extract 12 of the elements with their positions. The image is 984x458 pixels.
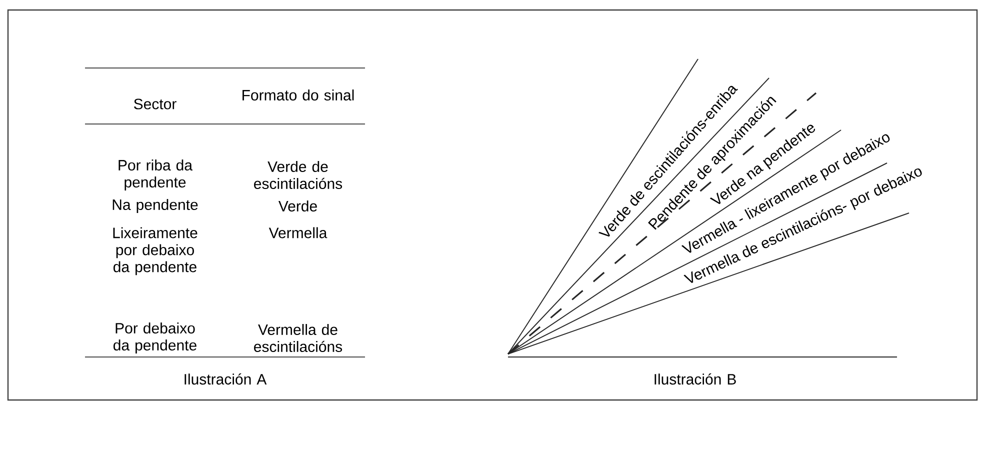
table-cell: Verde de escintilacións — [254, 161, 342, 189]
table-cell: Verde — [278, 200, 317, 212]
table-cell: Na pendente — [112, 199, 198, 213]
table-cell: Por debaixo da pendente — [114, 322, 196, 354]
column-header: Formato do sinal — [242, 90, 354, 100]
figure-caption: Ilustración A — [184, 373, 267, 385]
table-cell: Por riba da pendente — [118, 160, 192, 190]
table-cell: Vermella de escintilacións — [254, 324, 342, 352]
figure-caption: Ilustración B — [654, 373, 736, 385]
table-cell: Lixeiramente por debaixo da pendente — [113, 227, 198, 276]
table-cell: Vermella — [268, 227, 328, 238]
column-header: Sector — [134, 98, 176, 110]
